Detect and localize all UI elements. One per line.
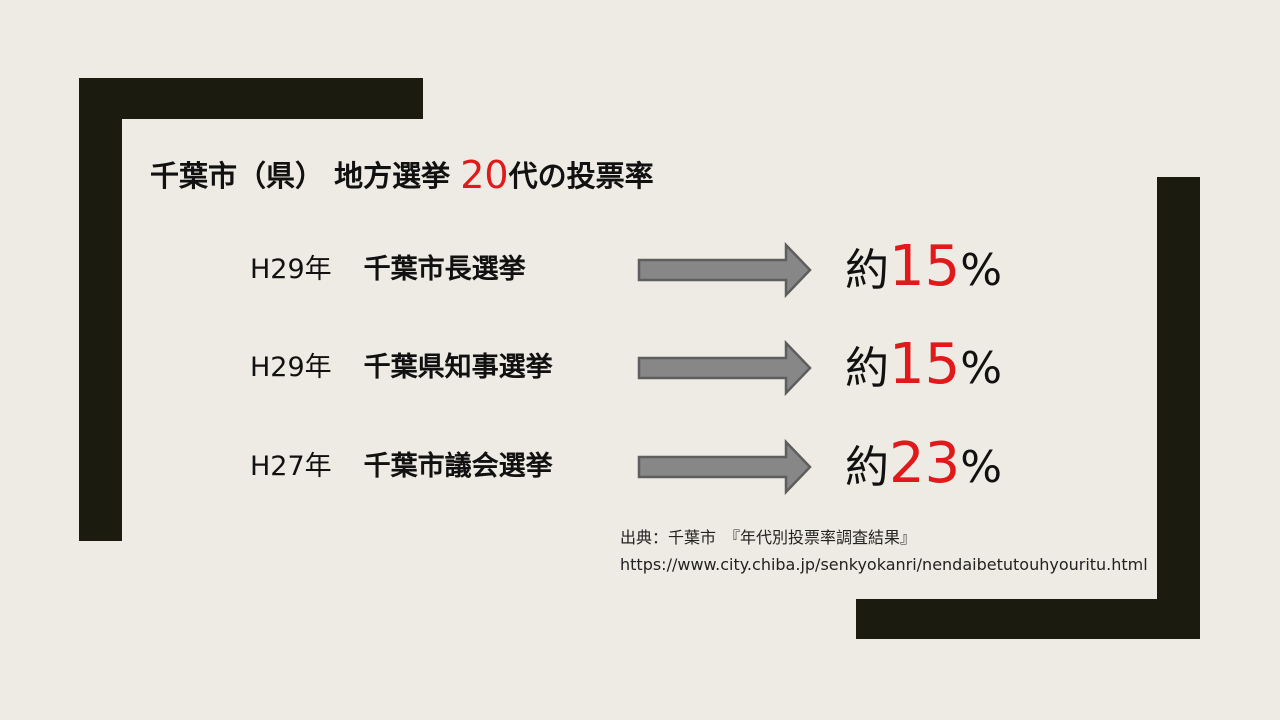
- value-percent: 23: [889, 431, 961, 496]
- source-title: 出典：千葉市 『年代別投票率調査結果』: [620, 528, 917, 547]
- row-year: H27年: [250, 451, 332, 482]
- row-year: H29年: [250, 352, 332, 383]
- right-arrow-icon: [637, 242, 812, 298]
- row-election: 千葉県知事選挙: [363, 352, 553, 383]
- value-unit: %: [960, 343, 1003, 394]
- source-url: https://www.city.chiba.jp/senkyokanri/ne…: [620, 555, 1148, 574]
- frame-bottom-right-vertical: [1157, 177, 1200, 639]
- table-row: H27年千葉市議会選挙 約23%: [0, 431, 1280, 503]
- table-row: H29年千葉県知事選挙 約15%: [0, 332, 1280, 404]
- title-prefix: 千葉市（県） 地方選挙: [150, 159, 461, 193]
- row-election: 千葉市長選挙: [363, 254, 526, 285]
- frame-top-left-vertical: [79, 78, 122, 541]
- title-suffix: 代の投票率: [508, 159, 654, 193]
- title-highlight: 20: [460, 153, 509, 197]
- row-label: H29年千葉県知事選挙: [250, 350, 553, 386]
- right-arrow-icon: [637, 439, 812, 495]
- row-label: H29年千葉市長選挙: [250, 252, 526, 288]
- frame-bottom-right-horizontal: [856, 599, 1200, 639]
- turnout-value: 約15%: [845, 332, 1002, 411]
- value-percent: 15: [889, 332, 961, 397]
- source-citation: 出典：千葉市 『年代別投票率調査結果』 https://www.city.chi…: [620, 524, 1148, 578]
- value-prefix: 約: [845, 442, 889, 493]
- frame-top-left-horizontal: [79, 78, 423, 119]
- right-arrow-icon: [637, 340, 812, 396]
- table-row: H29年千葉市長選挙 約15%: [0, 234, 1280, 306]
- turnout-value: 約23%: [845, 431, 1002, 510]
- slide-title: 千葉市（県） 地方選挙 20代の投票率: [150, 152, 654, 199]
- value-percent: 15: [889, 234, 961, 299]
- value-unit: %: [960, 442, 1003, 493]
- row-label: H27年千葉市議会選挙: [250, 449, 553, 485]
- value-prefix: 約: [845, 245, 889, 296]
- row-year: H29年: [250, 254, 332, 285]
- turnout-value: 約15%: [845, 234, 1002, 313]
- row-election: 千葉市議会選挙: [363, 451, 553, 482]
- value-prefix: 約: [845, 343, 889, 394]
- value-unit: %: [960, 245, 1003, 296]
